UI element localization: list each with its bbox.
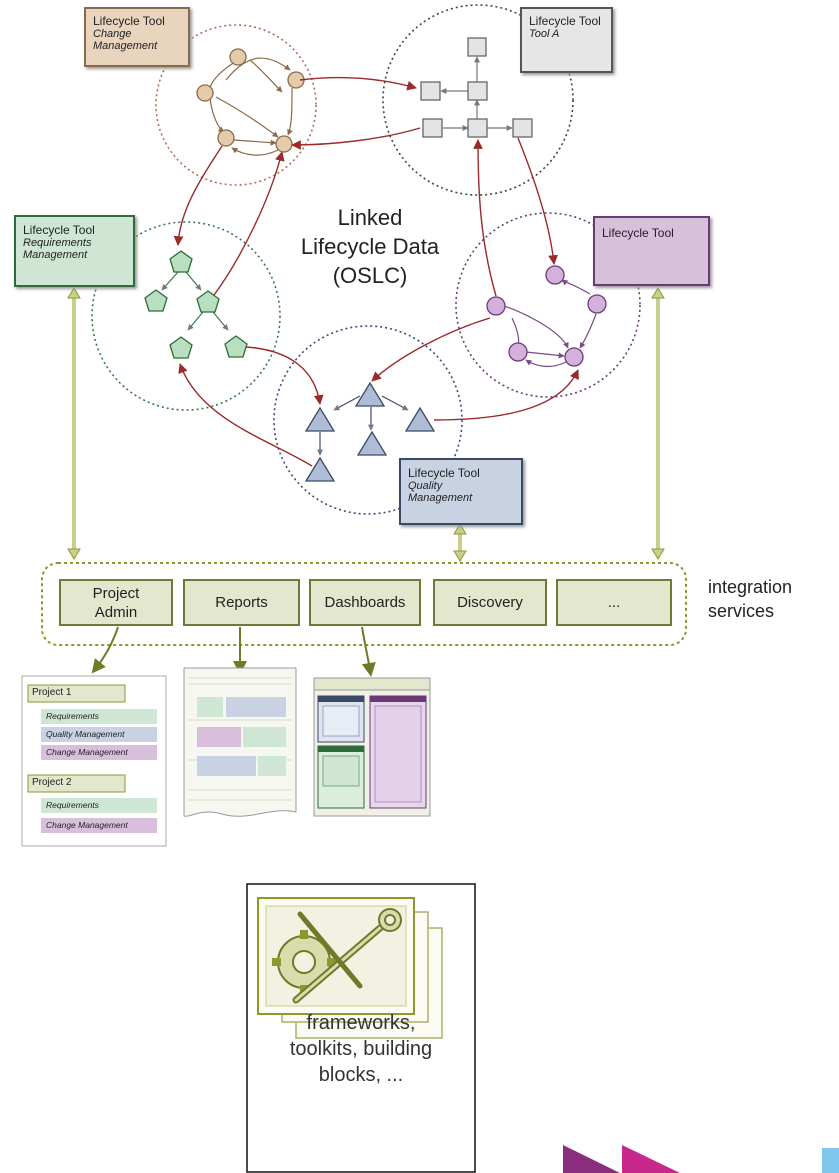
project-item: Change Management: [46, 747, 128, 757]
requirements-nodes: [144, 250, 248, 359]
oslc-links: [173, 76, 579, 467]
label-line: integration: [708, 577, 793, 597]
service-label: Discovery: [457, 594, 523, 611]
tool-title: Lifecycle Tool: [93, 14, 165, 28]
domain-circle-generic: [455, 212, 641, 398]
service-reports[interactable]: Reports: [183, 579, 300, 626]
tool-title: Lifecycle Tool: [602, 226, 674, 240]
tool-subtitle: Management: [93, 40, 158, 52]
tool-subtitle: Management: [23, 249, 88, 261]
service-discovery[interactable]: Discovery: [433, 579, 547, 626]
tool-box-quality-management: Lifecycle Tool Quality Management: [399, 458, 523, 525]
tool-a-nodes: [420, 37, 533, 138]
domain-circle-tool-a: [382, 4, 574, 196]
caption-line: frameworks,: [306, 1012, 416, 1034]
linked-data-title: Linked Lifecycle Data (OSLC): [270, 203, 470, 290]
project-item: Quality Management: [46, 729, 125, 739]
domain-circle-change: [155, 24, 317, 186]
tool-subtitle: Change: [93, 28, 132, 40]
service-label: Reports: [215, 594, 268, 611]
project-1-label: Project 1: [32, 687, 72, 698]
corner-logo: [563, 1145, 839, 1173]
service-dashboards[interactable]: Dashboards: [309, 579, 421, 626]
project-item: Change Management: [46, 820, 128, 830]
connector-heads: [67, 287, 665, 562]
integration-services-label: integration services: [708, 575, 792, 623]
quality-graph: [317, 395, 409, 456]
tool-box-tool-a: Lifecycle Tool Tool A: [520, 7, 613, 73]
tool-subtitle: Tool A: [529, 28, 560, 40]
service-label: ...: [607, 594, 621, 611]
requirements-graph: [161, 271, 229, 331]
title-line: Lifecycle Data: [300, 234, 440, 259]
service-project-admin[interactable]: Project Admin: [59, 579, 173, 626]
frameworks-caption: frameworks, toolkits, building blocks, .…: [248, 1010, 474, 1088]
label-line: services: [708, 601, 775, 621]
service-more[interactable]: ...: [556, 579, 672, 626]
title-line: (OSLC): [332, 263, 408, 288]
project-2-label: Project 2: [32, 777, 72, 788]
tool-title: Lifecycle Tool: [529, 14, 601, 28]
integration-bar: [41, 562, 687, 646]
tool-box-change-management: Lifecycle Tool Change Management: [84, 7, 190, 67]
tool-subtitle: Requirements: [23, 237, 92, 249]
change-nodes: [196, 48, 305, 153]
caption-line: blocks, ...: [318, 1064, 404, 1086]
tools-gear-icon: [272, 908, 402, 1004]
dashboard-thumbnail: [313, 677, 431, 817]
service-output-arrows: [91, 626, 376, 677]
project-admin-document: [21, 675, 167, 847]
service-label: Admin: [94, 604, 138, 621]
tool-title: Lifecycle Tool: [23, 223, 95, 237]
tool-title: Lifecycle Tool: [408, 466, 480, 480]
service-label: Dashboards: [324, 594, 406, 611]
quality-nodes: [304, 381, 436, 482]
domain-circle-requirements: [91, 221, 281, 411]
tool-box-requirements-management: Lifecycle Tool Requirements Management: [14, 215, 135, 287]
project-item: Requirements: [46, 711, 99, 721]
tool-service-connectors: [72, 292, 660, 557]
tool-a-graph: [440, 56, 513, 131]
reports-document: [183, 667, 297, 817]
caption-line: toolkits, building: [289, 1038, 433, 1060]
tool-subtitle: Quality: [408, 480, 443, 492]
project-item: Requirements: [46, 800, 99, 810]
tool-box-generic: Lifecycle Tool: [593, 216, 710, 286]
title-line: Linked: [337, 205, 403, 230]
service-label: Project: [92, 585, 140, 602]
generic-nodes: [486, 265, 607, 367]
tool-subtitle: Management: [408, 492, 473, 504]
